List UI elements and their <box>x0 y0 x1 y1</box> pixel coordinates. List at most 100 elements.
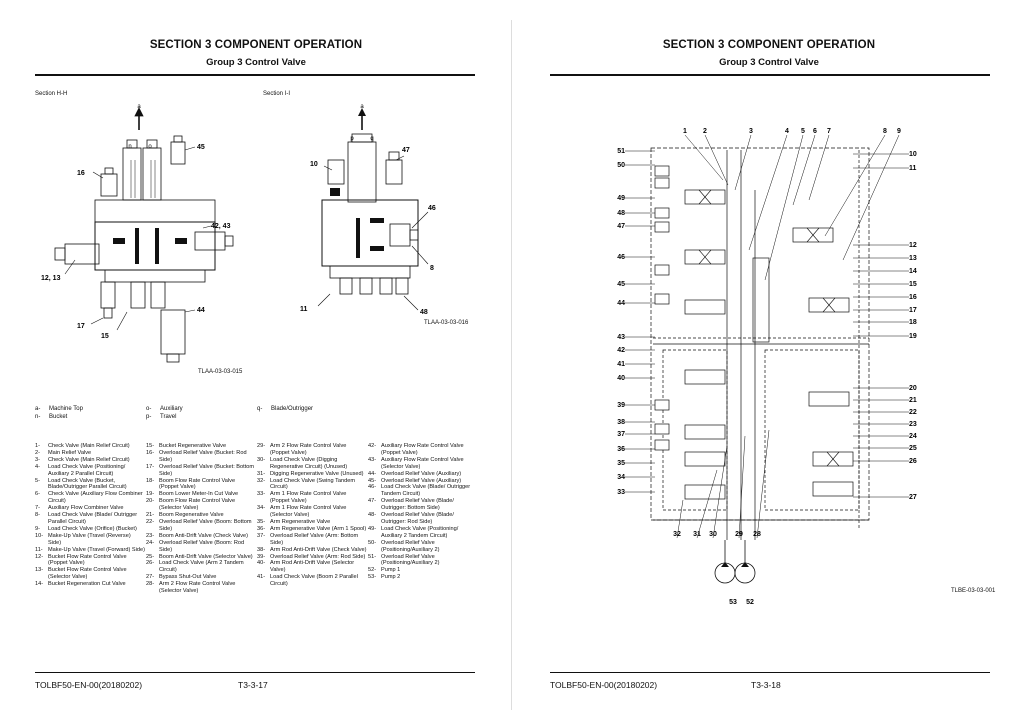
list-item: 2-Main Relief Valve <box>35 449 92 456</box>
page-gutter <box>511 20 512 710</box>
list-item: 37-Overload Relief Valve (Arm: Bottom Si… <box>257 532 359 546</box>
callout-12-13: 12, 13 <box>41 275 61 282</box>
callout-25: 25 <box>909 445 917 452</box>
callout-53: 53 <box>729 599 737 606</box>
left-page: SECTION 3 COMPONENT OPERATION Group 3 Co… <box>0 0 512 724</box>
direction-label-a: a <box>360 104 364 110</box>
list-item: 43-Auxiliary Flow Rate Control Valve (Se… <box>368 456 464 470</box>
callout-15: 15 <box>101 333 109 340</box>
figure-code-016: TLAA-03-03-016 <box>424 320 469 326</box>
section-hh-label: Section H-H <box>35 91 68 97</box>
list-item: 23-Boom Anti-Drift Valve (Check Valve) <box>146 532 249 539</box>
list-item: 51-Overload Relief Valve (Positioning/Au… <box>368 553 440 567</box>
callout-39: 39 <box>617 402 625 409</box>
callout-11: 11 <box>909 165 917 172</box>
callout-44: 44 <box>197 307 205 314</box>
callout-22: 22 <box>909 409 917 416</box>
callout-leader <box>756 429 770 539</box>
list-item: 19-Boom Lower Meter-In Cut Valve <box>146 491 239 498</box>
callout-11: 11 <box>300 306 308 313</box>
callout-leader <box>764 134 804 281</box>
callout-51: 51 <box>617 148 625 155</box>
callout-leader <box>842 134 900 261</box>
callout-48: 48 <box>420 309 428 316</box>
footer-rule <box>550 672 990 673</box>
letter-legend-col1: a-Machine Top n-Bucket <box>35 406 83 420</box>
list-item: 3-Check Valve (Main Relief Circuit) <box>35 456 130 463</box>
callout-1: 1 <box>683 128 687 135</box>
figure-code-001: TLBE-03-03-001 <box>951 588 996 594</box>
list-item: 42-Auxiliary Flow Rate Control Valve (Po… <box>368 443 464 456</box>
callout-46: 46 <box>428 205 436 212</box>
callout-13: 13 <box>909 255 917 262</box>
callout-10: 10 <box>909 151 917 158</box>
list-item: 33-Arm 1 Flow Rate Control Valve (Poppet… <box>257 491 347 505</box>
callout-6: 6 <box>813 128 817 135</box>
direction-label-n: n <box>128 144 131 150</box>
callout-17: 17 <box>909 307 917 314</box>
list-item: 27-Bypass Shut-Out Valve <box>146 574 217 581</box>
callout-leader <box>792 134 816 206</box>
list-item: 41-Load Check Valve (Boom 2 Parallel Cir… <box>257 574 358 588</box>
direction-label-a: a <box>137 104 141 110</box>
list-item: 34-Arm 1 Flow Rate Control Valve (Select… <box>257 505 347 519</box>
callout-7: 7 <box>827 128 831 135</box>
callout-23: 23 <box>909 421 917 428</box>
callout-5: 5 <box>801 128 805 135</box>
callout-14: 14 <box>909 268 917 275</box>
list-item: 4-Load Check Valve (Positioning/ Auxilia… <box>35 463 126 477</box>
section-title: SECTION 3 COMPONENT OPERATION <box>149 39 363 51</box>
callout-35: 35 <box>617 460 625 467</box>
callout-44: 44 <box>617 300 625 307</box>
list-item: 7-Auxiliary Flow Combiner Valve <box>35 505 124 512</box>
list-item: 50-Overload Relief Valve (Positioning/Au… <box>368 539 440 553</box>
list-item: 6-Check Valve (Auxiliary Flow Combiner C… <box>35 491 143 505</box>
page-number: T3-3-18 <box>751 680 781 690</box>
list-item: 46-Load Check Valve (Blade/ Outrigger Ta… <box>368 484 471 498</box>
list-item: 21-Boom Regenerative Valve <box>146 512 224 519</box>
list-item: 1-Check Valve (Main Relief Circuit) <box>35 443 130 449</box>
header-rule <box>35 74 475 76</box>
list-item: 38-Arm Rod Anti-Drift Valve (Check Valve… <box>257 546 367 553</box>
letter-legend-col3: q-Blade/Outrigger <box>257 406 314 412</box>
callout-32: 32 <box>673 531 681 538</box>
list-item: 12-Bucket Flow Rate Control Valve (Poppe… <box>35 553 127 567</box>
callout-17: 17 <box>77 323 85 330</box>
callout-leader <box>824 134 886 237</box>
list-item: 53-Pump 2 <box>368 574 401 581</box>
footer-code: TOLBF50-EN-00(20180202) <box>550 680 658 690</box>
list-item: 24-Overload Relief Valve (Boom: Rod Side… <box>146 539 245 553</box>
callout-42-43: 42, 43 <box>211 223 231 230</box>
callout-16: 16 <box>77 170 85 177</box>
callout-26: 26 <box>909 458 917 465</box>
callout-49: 49 <box>617 195 625 202</box>
callout-8: 8 <box>430 265 434 272</box>
letter-legend-col2: o-Auxiliary p-Travel <box>146 406 183 420</box>
callout-leader <box>808 134 830 201</box>
callout-34: 34 <box>617 474 625 481</box>
callout-52: 52 <box>746 599 754 606</box>
list-item: 16-Overload Relief Valve (Bucket: Rod Si… <box>146 449 247 463</box>
callout-3: 3 <box>749 128 753 135</box>
direction-label-p: p <box>350 136 354 142</box>
header-rule <box>550 74 990 76</box>
callout-4: 4 <box>785 128 789 135</box>
list-item: 40-Arm Rod Anti-Drift Valve (Selector Va… <box>257 560 355 574</box>
callout-leader <box>704 134 729 186</box>
list-item: 20-Boom Flow Rate Control Valve (Selecto… <box>146 498 236 512</box>
callout-27: 27 <box>909 494 917 501</box>
list-item: 22-Overload Relief Valve (Boom: Bottom S… <box>146 518 252 532</box>
callout-30: 30 <box>709 531 717 538</box>
callout-9: 9 <box>897 128 901 135</box>
callout-38: 38 <box>617 419 625 426</box>
list-item: 31-Digging Regenerative Valve (Unused) <box>257 470 364 477</box>
callout-36: 36 <box>617 446 625 453</box>
list-item: 30-Load Check Valve (Digging Regenerativ… <box>257 456 348 470</box>
right-page: SECTION 3 COMPONENT OPERATION Group 3 Co… <box>513 0 1025 724</box>
list-item: 39-Overload Relief Valve (Arm: Rod Side) <box>257 553 366 560</box>
direction-label-q: q <box>370 136 373 142</box>
list-item: 44-Overload Relief Valve (Auxiliary) <box>368 470 462 477</box>
callout-leader <box>712 445 728 539</box>
